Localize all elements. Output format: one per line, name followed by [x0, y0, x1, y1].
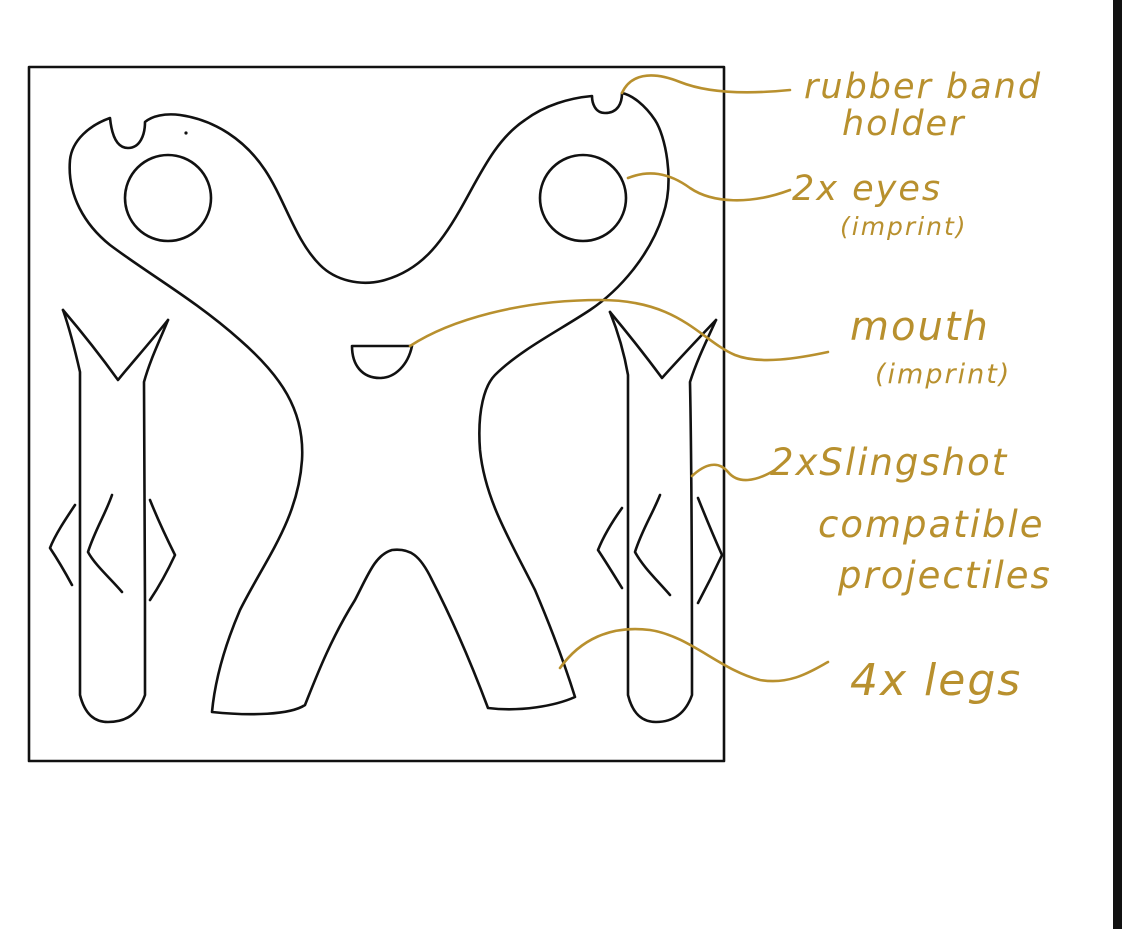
right-eye-imprint [538, 153, 628, 243]
left-eye-imprint [123, 153, 213, 243]
label-projectiles-line1: 2xSlingshot [770, 441, 1008, 484]
right-projectile [596, 310, 724, 724]
label-mouth-line1: mouth [850, 304, 990, 350]
leader-eyes [626, 172, 792, 202]
label-legs: 4x legs [850, 655, 1022, 706]
label-mouth-line2: (imprint) [875, 359, 1011, 390]
label-projectiles-line2: compatible [818, 503, 1045, 546]
label-eyes-line1: 2x eyes [792, 169, 942, 209]
pencil-dot [184, 131, 188, 135]
left-projectile [48, 308, 177, 724]
label-rubber-band-line2: holder [842, 104, 966, 144]
mouth-imprint [350, 344, 414, 380]
label-projectiles-line3: projectiles [837, 554, 1052, 597]
leader-rubber-band [620, 74, 792, 95]
window-edge-bar [1113, 0, 1122, 929]
sheet-border [27, 65, 726, 763]
leader-legs [558, 627, 830, 683]
label-rubber-band-line1: rubber band [804, 67, 1042, 107]
slingshot-body-outline [68, 91, 670, 716]
label-eyes-line2: (imprint) [840, 212, 968, 241]
leader-mouth [408, 298, 830, 362]
leader-projectiles [690, 463, 777, 482]
